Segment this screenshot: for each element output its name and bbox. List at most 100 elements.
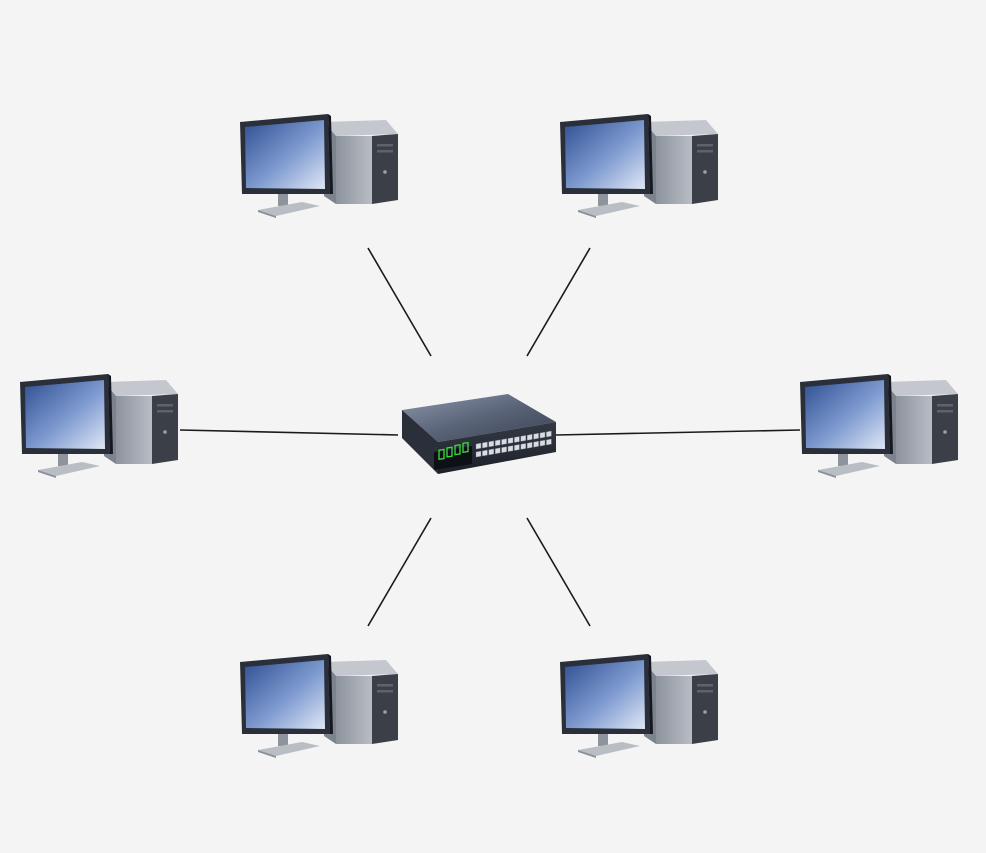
desktop-computer-icon (240, 114, 398, 218)
desktop-computer-icon (560, 114, 718, 218)
drive-bay (377, 690, 393, 693)
switch-port (475, 450, 482, 458)
switch-port (520, 443, 527, 450)
monitor-base (578, 742, 640, 756)
case-side (896, 396, 932, 464)
desktop-computer-icon (240, 654, 398, 758)
switch-port (501, 438, 507, 445)
switch-port (514, 444, 520, 451)
monitor-edge (328, 114, 333, 194)
switch-port (482, 449, 488, 457)
switch-port (488, 440, 495, 448)
desktop-computer-icon (20, 374, 178, 478)
hub-layer (402, 394, 556, 474)
drive-bay (377, 150, 393, 153)
monitor-edge (328, 654, 333, 734)
switch-port (507, 437, 514, 444)
monitor-base-edge (258, 750, 276, 758)
monitor-screen (565, 120, 645, 189)
link-pc-middle-right-to-hub (555, 429, 801, 436)
case-top (884, 380, 958, 396)
case-side (116, 396, 152, 464)
link-pc-top-right-to-hub (526, 247, 591, 357)
monitor-base-edge (38, 470, 56, 478)
case-side (656, 136, 692, 204)
monitor-base-edge (578, 210, 596, 218)
monitor-edge (888, 374, 893, 454)
switch-port (533, 432, 539, 440)
switch-port (488, 448, 495, 456)
monitor-neck (598, 194, 608, 206)
network-switch-icon (402, 394, 556, 474)
switch-port (520, 435, 527, 442)
monitor-edge (648, 654, 653, 734)
monitor-screen (245, 660, 325, 729)
switch-port (507, 445, 514, 452)
monitor-neck (278, 734, 288, 746)
case-top (324, 120, 398, 136)
drive-bay (157, 404, 173, 407)
switch-port (494, 447, 501, 455)
monitor-base (818, 462, 880, 476)
power-led (703, 170, 707, 174)
switch-top (402, 394, 556, 442)
switch-side (402, 410, 438, 474)
switch-port (526, 442, 533, 449)
led-digit (454, 444, 461, 456)
desktop-computer-icon (800, 374, 958, 478)
nodes-layer (20, 114, 958, 758)
drive-bay (697, 144, 713, 147)
drive-bay (377, 684, 393, 687)
drive-bay (697, 684, 713, 687)
led-digit (462, 441, 469, 454)
monitor-neck (598, 734, 608, 746)
link-pc-top-left-to-hub (367, 247, 432, 357)
power-led (383, 170, 387, 174)
switch-port (494, 439, 501, 447)
case-side (336, 676, 372, 744)
monitor-base-edge (818, 470, 836, 478)
monitor-base-edge (578, 750, 596, 758)
power-led (383, 710, 387, 714)
drive-bay (697, 690, 713, 693)
case-side (336, 136, 372, 204)
power-led (703, 710, 707, 714)
switch-port (539, 431, 546, 439)
switch-port (482, 441, 488, 449)
drive-bay (157, 410, 173, 413)
monitor-screen (565, 660, 645, 729)
led-digit (438, 448, 445, 460)
monitor-edge (108, 374, 113, 454)
switch-port (501, 446, 507, 453)
desktop-computer-icon (560, 654, 718, 758)
drive-bay (377, 144, 393, 147)
links-layer (179, 247, 801, 627)
switch-port (539, 439, 546, 447)
power-led (163, 430, 167, 434)
monitor-screen (25, 380, 105, 449)
link-pc-bottom-right-to-hub (526, 517, 591, 627)
case-top (324, 660, 398, 676)
monitor-screen (245, 120, 325, 189)
switch-port (546, 430, 552, 438)
monitor-edge (648, 114, 653, 194)
power-led (943, 430, 947, 434)
monitor-base (38, 462, 100, 476)
case-top (104, 380, 178, 396)
monitor-base (258, 742, 320, 756)
switch-port (514, 436, 520, 443)
drive-bay (697, 150, 713, 153)
monitor-screen (805, 380, 885, 449)
monitor-base-edge (258, 210, 276, 218)
link-pc-bottom-left-to-hub (367, 517, 432, 627)
switch-port (546, 438, 552, 446)
switch-port (533, 440, 539, 448)
monitor-neck (838, 454, 848, 466)
case-top (644, 660, 718, 676)
link-pc-middle-left-to-hub (179, 429, 399, 436)
monitor-neck (278, 194, 288, 206)
monitor-neck (58, 454, 68, 466)
led-digit (446, 446, 453, 458)
